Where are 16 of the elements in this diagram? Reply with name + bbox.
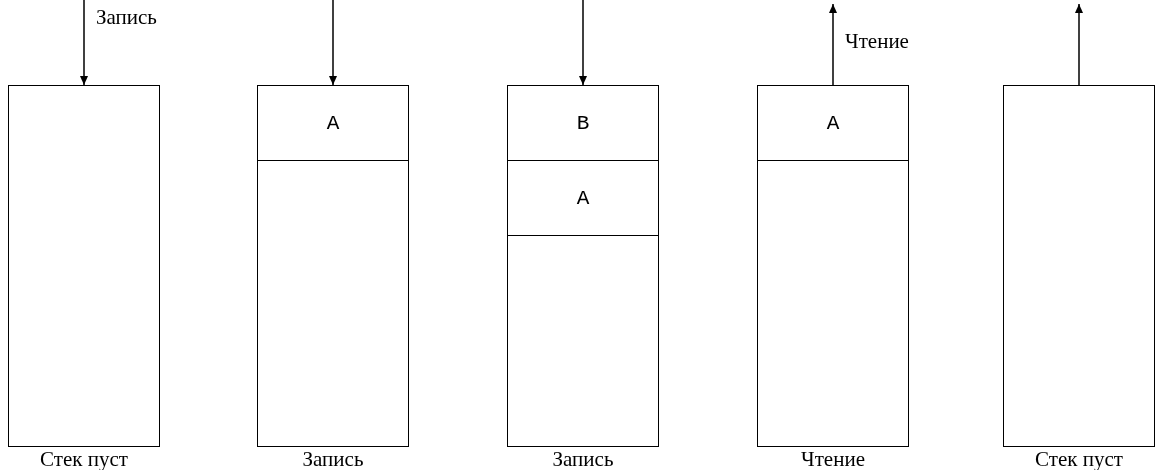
stack-caption: Запись: [302, 447, 364, 470]
stack-caption: Стек пуст: [1035, 447, 1123, 470]
stack-box: [257, 85, 409, 447]
stack-caption: Запись: [552, 447, 614, 470]
stack-cell: A: [258, 86, 408, 161]
stack-cell: A: [758, 86, 908, 161]
stack-box: [8, 85, 160, 447]
stack-caption: Стек пуст: [40, 447, 128, 470]
stack-box: [1003, 85, 1155, 447]
stack-cell: B: [508, 86, 658, 161]
stack-box: [757, 85, 909, 447]
stack-cell: A: [508, 161, 658, 236]
edge-label: Чтение: [845, 30, 909, 52]
stack-caption: Чтение: [801, 447, 865, 470]
edge-label: Запись: [96, 6, 157, 28]
stack-box: [507, 85, 659, 447]
